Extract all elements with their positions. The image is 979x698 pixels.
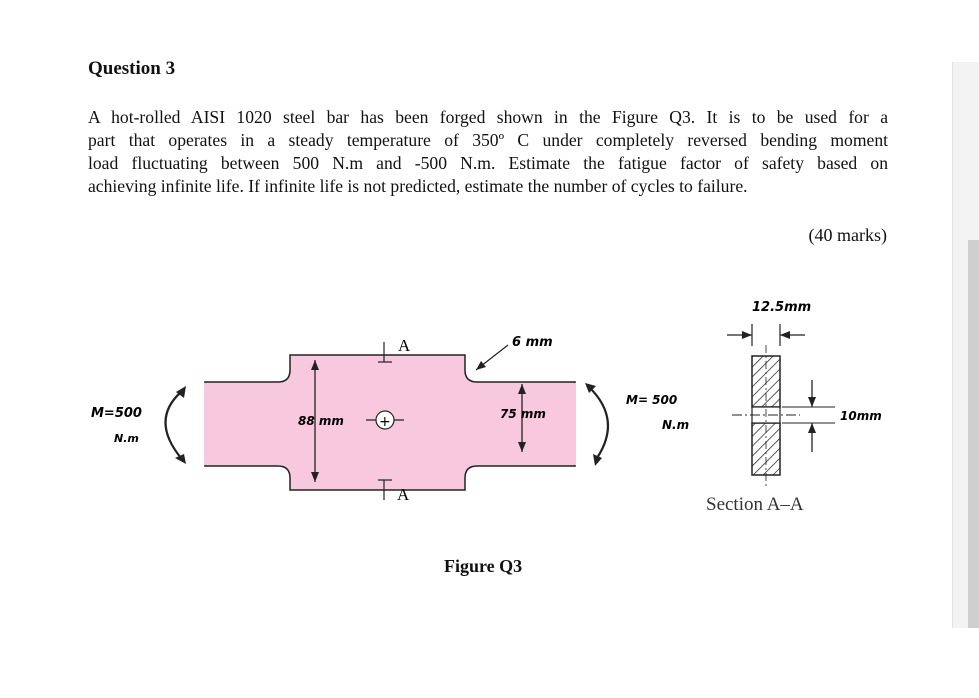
question-line-2: part that operates in a steady temperatu… (88, 130, 888, 150)
marks-label: (40 marks) (808, 225, 887, 245)
figure-caption: Figure Q3 (444, 556, 523, 576)
question-line-4: achieving infinite life. If infinite lif… (88, 176, 748, 196)
section-label-bottom: A (397, 485, 410, 504)
section-caption: Section A–A (706, 494, 804, 515)
moment-right-1: M= 500 (626, 393, 677, 407)
hole-mark (375, 410, 395, 430)
moment-left-1: M=500 (91, 406, 142, 421)
moment-arrow-right (589, 387, 609, 459)
moment-arrow-left (164, 391, 182, 459)
question-title: Question 3 (88, 58, 176, 79)
moment-left-2: N.m (114, 432, 139, 445)
question-text: A hot-rolled AISI 1020 steel bar has bee… (88, 106, 888, 198)
dim-10: 10mm (840, 409, 882, 423)
moment-right-2: N.m (662, 418, 689, 432)
dim-75: 75 mm (500, 407, 546, 421)
scrollbar-thumb[interactable] (968, 240, 979, 628)
section-label-top: A (398, 336, 411, 355)
dim-12-5: 12.5mm (752, 300, 811, 315)
dim-6: 6 mm (512, 335, 553, 350)
center-mark: + (379, 414, 391, 430)
question-line-3: load fluctuating between 500 N.m and -50… (88, 153, 888, 173)
dim-88: 88 mm (298, 414, 344, 428)
question-line-1: A hot-rolled AISI 1020 steel bar has bee… (88, 107, 888, 127)
